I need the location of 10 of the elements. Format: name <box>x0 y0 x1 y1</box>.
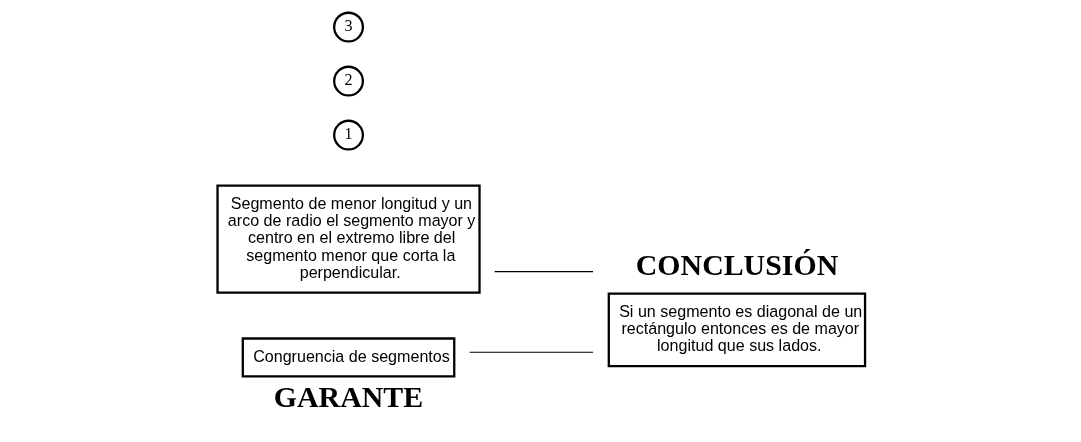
node-box: Si un segmento es diagonal de un rectángulo entonces es de mayor longitud que sus lados. <box>607 292 866 368</box>
connector <box>468 351 594 353</box>
node-box: Segmento de menor longitud y un arco de radio el segmento mayor y centro en el extremo libre del segmento menor que corta la perpendicular. <box>215 184 481 294</box>
node-label: CONCLUSIÓN <box>635 248 838 282</box>
node-label: GARANTE <box>273 380 423 414</box>
node-box: Congruencia de segmentos <box>241 337 455 378</box>
node-circle: 1 <box>332 119 364 151</box>
node-circle: 2 <box>332 65 364 97</box>
node-circle: 3 <box>332 11 364 43</box>
connector <box>493 271 594 273</box>
